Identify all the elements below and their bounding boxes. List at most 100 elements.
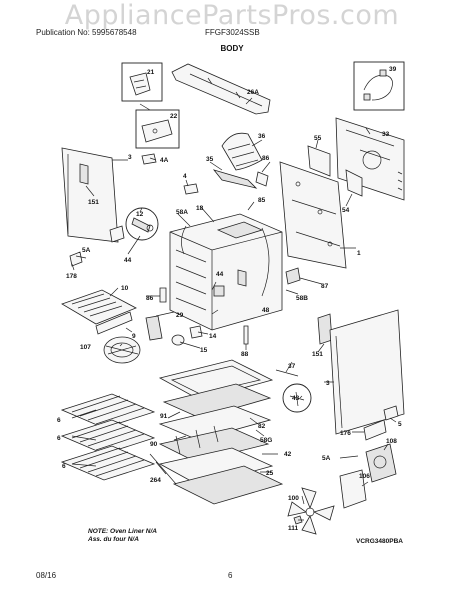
part-3-side-panel-left [61,147,119,243]
callout-42: 42 [284,451,292,458]
callout-151b: 151 [312,351,323,358]
part-10-burner-baffle [61,289,137,325]
part-35-vent-base [212,169,258,189]
part-87-bracket [285,267,301,285]
callout-111: 111 [288,525,299,532]
part-39-harness [353,61,405,111]
part-151-hinge-receiver [317,313,333,345]
callout-54: 54 [342,207,350,214]
part-5-spring [383,405,399,421]
callout-264: 264 [150,477,161,484]
callout-176: 176 [340,430,351,437]
part-36-vent-duct [221,132,263,171]
part-54-bracket [345,169,363,197]
callout-6b: 6 [57,435,61,442]
callout-21: 21 [147,69,155,76]
part-108-fan-motor [365,443,397,483]
callout-15: 15 [200,347,208,354]
callout-12: 12 [136,211,144,218]
callout-91: 91 [160,413,168,420]
part-264-rod [149,453,177,485]
callout-86a: 86 [262,155,270,162]
callout-22: 22 [170,113,178,120]
callout-48: 48 [262,307,270,314]
part-86-bracket-lower [159,287,167,303]
part-14-igniter [189,325,203,339]
oven-bottom-assembly [158,359,284,505]
callout-82: 82 [258,423,266,430]
part-22-bracket [135,109,180,149]
part-3-side-panel-right [329,309,405,435]
callout-6a: 6 [57,417,61,424]
callout-58g: 58G [260,437,272,444]
callout-3b: 3 [326,380,330,387]
notes: NOTE: Oven Liner N/A Ass. du four N/A [88,528,157,544]
callout-5a2: 5A [322,455,331,462]
callout-90: 90 [150,441,158,448]
callout-35: 35 [206,156,214,163]
callout-14: 14 [209,333,217,340]
part-33-back-panel [335,117,405,201]
callout-106: 106 [359,473,370,480]
part-58a-insulation [181,225,270,297]
part-176-hinge [363,419,387,441]
part-12-detail [125,207,159,241]
section-title: BODY [220,44,244,53]
callout-3a: 3 [128,154,132,161]
callout-33: 33 [382,131,390,138]
callout-55: 55 [314,135,322,142]
callout-151a: 151 [88,199,99,206]
note-line-1: NOTE: Oven Liner N/A [88,528,157,535]
part-86-clip [255,171,269,187]
part-1-right-side-panel [279,161,347,269]
callout-4a: 4A [160,157,169,164]
callout-37: 37 [288,363,296,370]
callout-6c: 6 [62,463,66,470]
callout-100: 100 [288,495,299,502]
callout-86b: 86 [146,295,154,302]
part-9-shield [95,311,133,335]
oven-cavity [169,213,283,331]
watermark: AppliancePartsPros.com [64,0,400,31]
callout-5b: 5 [398,421,402,428]
callout-87: 87 [321,283,329,290]
callout-39: 39 [389,66,397,73]
publication-number: Publication No: 5995678548 [36,28,137,37]
callout-4: 4 [183,173,187,180]
callout-58a: 58A [176,209,188,216]
footer-page: 6 [228,571,233,580]
callout-labels: 21 22 26A 39 33 36 35 86 4A 4 55 54 3 15… [57,66,402,532]
callout-43: 43 [292,395,300,402]
part-37-rod [275,369,299,377]
callout-26a: 26A [247,89,259,96]
diagram-code: VCRG3480PBA [356,538,403,545]
callout-178: 178 [66,273,77,280]
part-29-valve [145,315,163,341]
callout-44b: 44 [124,257,132,264]
part-88-post [243,325,249,345]
part-100-fan-blade [287,487,335,535]
callout-10: 10 [121,285,129,292]
part-4a-clip [141,153,157,165]
callout-25: 25 [266,470,274,477]
part-106-bracket [339,469,367,509]
model-number: FFGF3024SSB [205,28,260,37]
callout-107: 107 [80,344,91,351]
callout-1: 1 [357,250,361,257]
footer-date: 08/16 [36,571,57,580]
part-6-oven-racks [60,393,156,481]
callout-88: 88 [241,351,249,358]
callout-5a: 5A [82,247,91,254]
part-107-burner [103,336,141,364]
leader-lines [71,97,397,521]
part-4-clip [183,183,199,195]
callout-9: 9 [132,333,136,340]
callout-85: 85 [258,197,266,204]
callout-18: 18 [196,205,204,212]
callout-29: 29 [176,312,184,319]
part-178-hinge [109,225,125,243]
note-line-2: Ass. du four N/A [88,536,139,543]
part-43-screw-detail [282,383,312,413]
callout-108: 108 [386,438,397,445]
